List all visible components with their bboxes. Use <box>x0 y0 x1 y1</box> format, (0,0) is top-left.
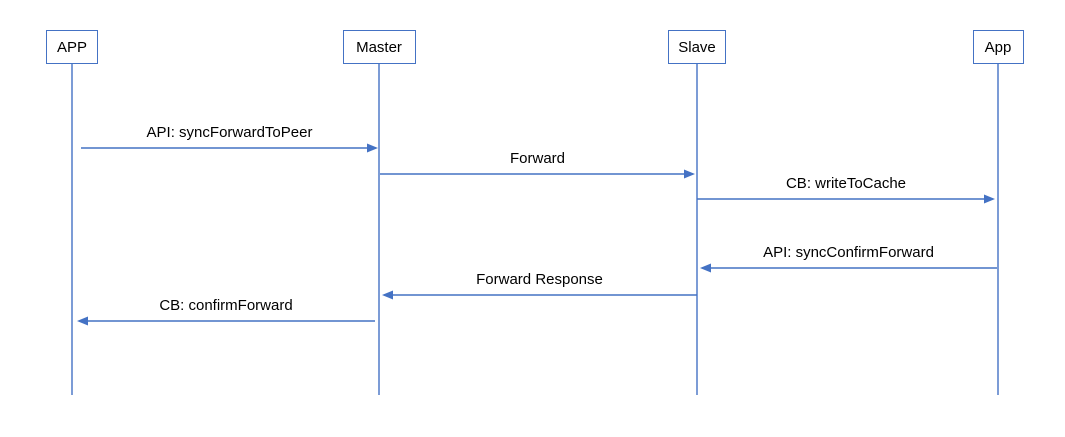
arrowhead-icon <box>984 194 995 204</box>
message-label-forward: Forward <box>509 149 566 167</box>
arrowhead-icon <box>367 143 378 153</box>
actor-box-slave: Slave <box>668 30 726 64</box>
actor-label-slave: Slave <box>678 38 716 56</box>
arrowhead-icon <box>684 169 695 179</box>
message-label-forward-response: Forward Response <box>476 270 603 288</box>
actor-box-app-caps: APP <box>46 30 98 64</box>
arrowhead-icon <box>77 316 88 326</box>
actor-label-app: App <box>984 38 1012 56</box>
message-label-sync-confirm-forward: API: syncConfirmForward <box>763 243 934 261</box>
actor-label-app-caps: APP <box>56 38 87 56</box>
message-label-sync-forward-to-peer: API: syncForwardToPeer <box>146 123 313 141</box>
arrowhead-icon <box>382 290 393 300</box>
message-label-confirm-forward: CB: confirmForward <box>159 296 293 314</box>
actor-label-master: Master <box>356 38 402 56</box>
message-label-write-to-cache: CB: writeToCache <box>785 174 907 192</box>
actor-box-master: Master <box>342 30 416 64</box>
arrowhead-icon <box>700 263 711 273</box>
actor-box-app: App <box>972 30 1024 64</box>
